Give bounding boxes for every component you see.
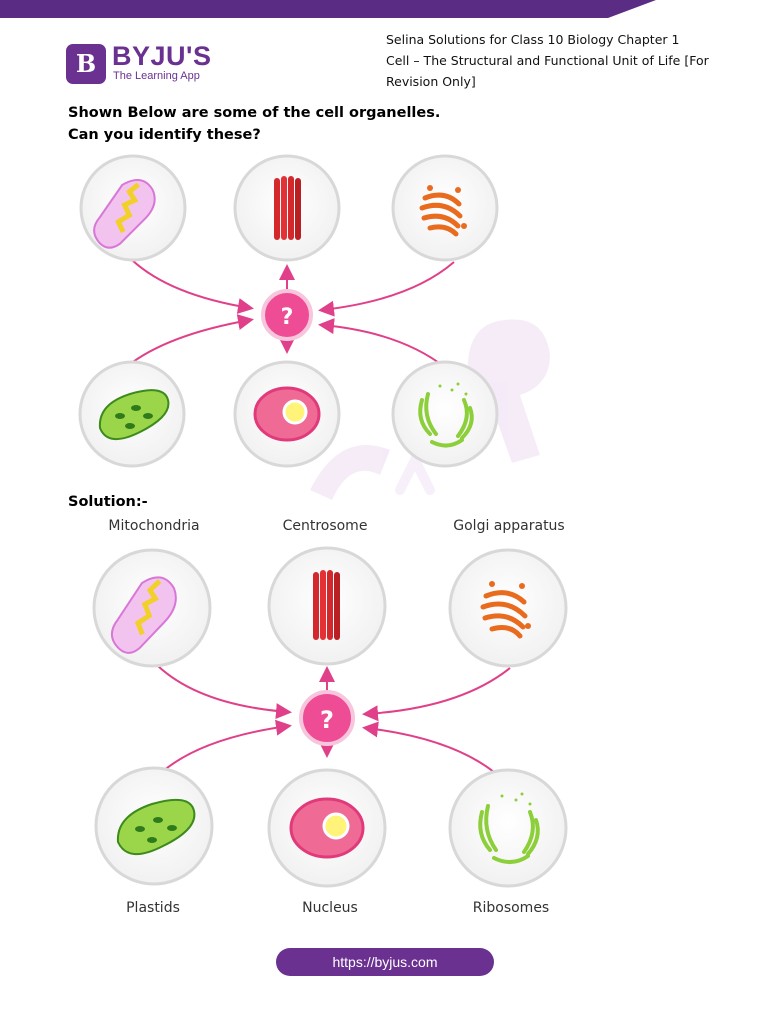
label-mitochondria: Mitochondria: [108, 518, 200, 534]
plate-plastids: [94, 766, 214, 886]
plate-nucleus: [267, 768, 387, 888]
plate-mitochondria-q: [79, 154, 187, 262]
plate-plastids-q: [78, 360, 186, 468]
top-color-band: [0, 0, 768, 18]
label-centrosome: Centrosome: [282, 518, 368, 534]
question-center-node: [261, 289, 313, 341]
question-text: Shown Below are some of the cell organel…: [68, 102, 440, 146]
plate-mitochondria: [92, 548, 212, 668]
question-line-1: Shown Below are some of the cell organel…: [68, 105, 441, 121]
solution-arrows: [157, 665, 511, 773]
plate-centrosome-q: [233, 154, 341, 262]
plate-nucleus-q: [233, 360, 341, 468]
solution-center-node: [299, 690, 355, 746]
logo-name: BYJU'S: [112, 41, 212, 71]
plate-golgi: [448, 548, 568, 668]
plate-ribosomes-q: [391, 360, 499, 468]
document-header: Selina Solutions for Class 10 Biology Ch…: [386, 29, 731, 92]
solution-heading: Solution:-: [68, 494, 148, 510]
label-golgi-apparatus: Golgi apparatus: [453, 518, 565, 534]
footer-url-link[interactable]: https://byjus.com: [276, 948, 494, 976]
label-plastids: Plastids: [126, 900, 180, 916]
question-line-2: Can you identify these?: [68, 127, 261, 143]
logo-badge-letter: B: [75, 49, 97, 78]
question-center-symbol: ?: [281, 305, 294, 330]
label-ribosomes: Ribosomes: [472, 900, 550, 916]
byjus-logo: B BYJU'S The Learning App: [66, 41, 266, 88]
solution-diagram: ?: [92, 546, 568, 888]
header-line-2: Cell – The Structural and Functional Uni…: [386, 53, 709, 68]
plate-centrosome: [267, 546, 387, 666]
plate-ribosomes: [448, 768, 568, 888]
header-line-1: Selina Solutions for Class 10 Biology Ch…: [386, 32, 680, 47]
plate-golgi-q: [391, 154, 499, 262]
solution-center-symbol: ?: [320, 706, 334, 734]
top-band-notch: [608, 0, 768, 18]
label-nucleus: Nucleus: [302, 900, 358, 916]
question-diagram: ?: [78, 154, 499, 468]
header-line-3: Revision Only]: [386, 74, 476, 89]
logo-badge-icon: [66, 44, 106, 84]
logo-tagline: The Learning App: [113, 70, 200, 82]
